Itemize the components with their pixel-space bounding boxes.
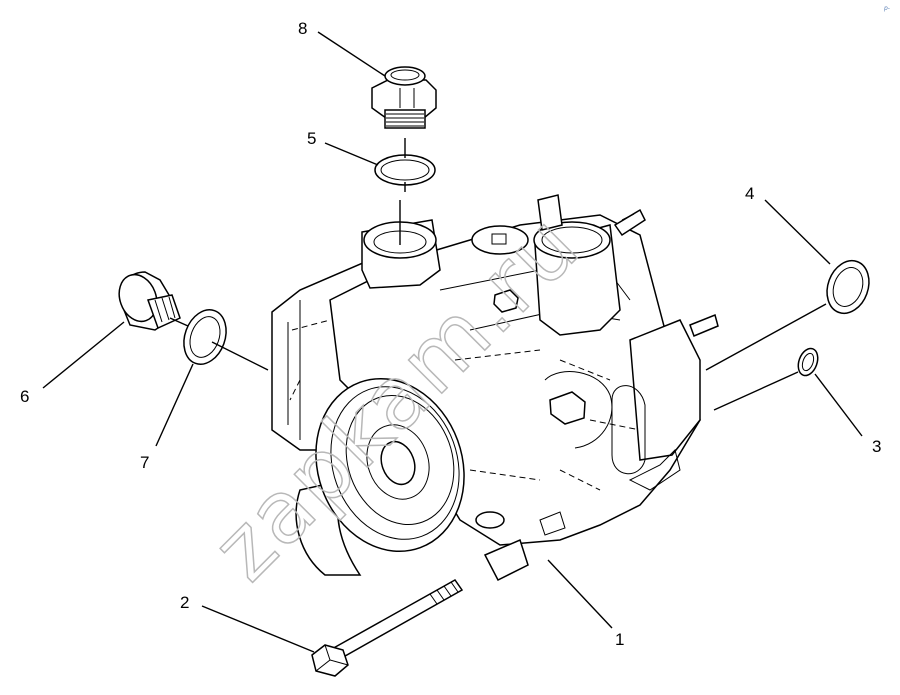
callout-3: 3 (872, 437, 881, 456)
part-6-plug (118, 271, 181, 331)
callout-2: 2 (180, 593, 189, 612)
callout-7: 7 (140, 453, 149, 472)
corner-mark: p- (883, 5, 890, 12)
part-8-fitting (371, 66, 437, 129)
callout-6: 6 (20, 387, 29, 406)
part-7-o-ring (183, 309, 227, 365)
part-5-o-ring (374, 154, 436, 186)
callout-4: 4 (745, 184, 754, 203)
callout-labels: 8 5 6 7 4 3 2 1 (20, 19, 881, 649)
assembly-lines (169, 138, 827, 411)
callout-8: 8 (298, 19, 307, 38)
callout-5: 5 (307, 129, 316, 148)
part-4-o-ring (826, 259, 870, 315)
callout-1: 1 (615, 630, 624, 649)
part-2-bolt (311, 579, 464, 677)
leader-lines (42, 31, 863, 653)
pulley (295, 377, 465, 576)
pump-housing (271, 194, 719, 582)
part-3-o-ring (797, 347, 819, 377)
